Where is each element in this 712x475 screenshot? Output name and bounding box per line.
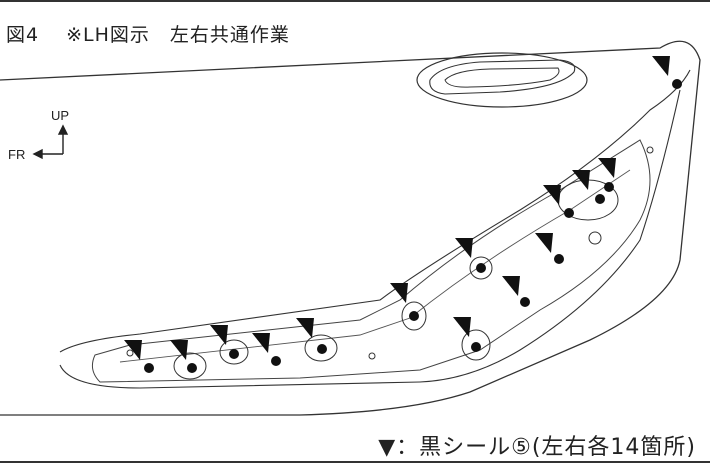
panel-lower-molding bbox=[59, 89, 681, 389]
door-handle-recess bbox=[416, 52, 588, 108]
legend-marker-icon: ▼ bbox=[378, 435, 397, 460]
seal-marker-triangle bbox=[455, 238, 473, 258]
boss-ring bbox=[219, 339, 249, 365]
door-handle-inner bbox=[444, 67, 560, 88]
arrow-up-icon bbox=[57, 124, 69, 135]
boss-ring bbox=[401, 301, 427, 331]
seal-marker-triangle bbox=[543, 185, 561, 205]
seal-marker-triangle bbox=[652, 56, 670, 76]
boss-ring bbox=[461, 329, 491, 361]
seal-marker-triangle bbox=[572, 170, 590, 190]
small-hole bbox=[368, 352, 376, 360]
small-hole bbox=[126, 349, 134, 357]
seal-marker-triangle bbox=[252, 333, 270, 353]
boss-ring bbox=[173, 352, 207, 380]
seal-marker-triangle bbox=[124, 340, 142, 360]
legend-text: ：黒シール⑤(左右各14箇所) bbox=[396, 435, 696, 460]
seal-point bbox=[229, 349, 239, 359]
figure-title: 図4 ※LH図示 左右共通作業 bbox=[6, 24, 290, 46]
direction-front-label: FR bbox=[8, 147, 26, 162]
seal-markers bbox=[124, 56, 670, 360]
seal-point bbox=[187, 363, 197, 373]
direction-up-label: UP bbox=[51, 108, 70, 123]
seal-point bbox=[520, 297, 530, 307]
seal-marker-triangle bbox=[502, 276, 520, 296]
panel-upper-molding bbox=[59, 69, 691, 353]
seal-point bbox=[595, 194, 605, 204]
seal-point bbox=[271, 356, 281, 366]
seal-marker-triangle bbox=[453, 317, 471, 337]
boss-ring bbox=[469, 256, 493, 280]
direction-indicator bbox=[32, 124, 69, 160]
seal-point bbox=[476, 263, 486, 273]
seal-point bbox=[144, 363, 154, 373]
door-handle bbox=[429, 59, 576, 95]
seal-point bbox=[554, 254, 564, 264]
seal-point bbox=[317, 344, 327, 354]
seal-point bbox=[604, 182, 614, 192]
arrow-left-icon bbox=[32, 148, 43, 160]
seal-marker-triangle bbox=[390, 283, 408, 303]
seal-point bbox=[672, 79, 682, 89]
small-hole bbox=[646, 146, 654, 154]
seal-marker-triangle bbox=[535, 233, 553, 253]
seal-marker-triangle bbox=[170, 340, 188, 360]
boss-ring bbox=[304, 334, 338, 362]
figure-frame bbox=[0, 0, 710, 463]
trim-panel-outline bbox=[91, 139, 651, 383]
seal-points bbox=[144, 79, 682, 373]
seal-marker-triangle bbox=[598, 158, 616, 178]
seal-marker-triangle bbox=[210, 325, 228, 345]
trim-inner-line bbox=[119, 169, 631, 363]
panel-outer-outline bbox=[0, 40, 701, 416]
seal-point bbox=[471, 342, 481, 352]
seal-point bbox=[409, 311, 419, 321]
seal-point bbox=[564, 208, 574, 218]
seal-marker-triangle bbox=[296, 318, 314, 338]
legend: ▼：黒シール⑤(左右各14箇所) bbox=[378, 429, 696, 461]
small-hole bbox=[588, 231, 602, 245]
